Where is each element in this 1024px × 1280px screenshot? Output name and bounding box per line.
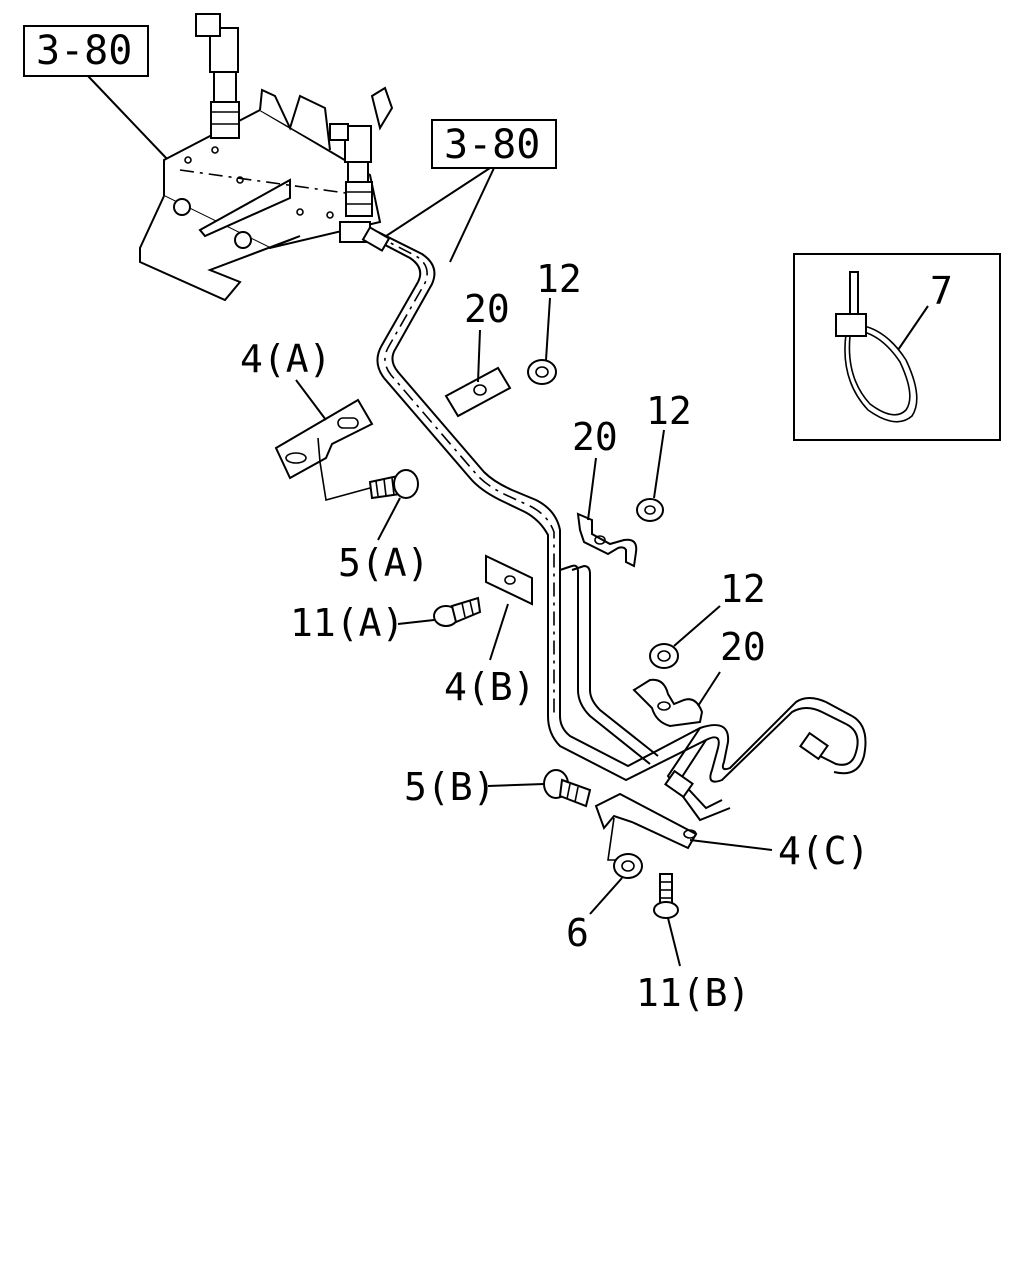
callout-11a: 11(A) [290, 601, 404, 645]
reference-box-top-left[interactable]: 3-80 [23, 25, 149, 77]
callout-12-middle: 12 [646, 389, 692, 433]
callout-4c: 4(C) [778, 829, 870, 873]
reference-label: 3-80 [444, 122, 540, 168]
callout-4a: 4(A) [240, 337, 332, 381]
bracket-4b[interactable] [485, 554, 533, 606]
bracket-4a[interactable] [274, 398, 374, 502]
callout-5a: 5(A) [338, 541, 430, 585]
callout-20-middle: 20 [572, 415, 618, 459]
valve-bracket-assembly [139, 13, 394, 302]
nut-12-lower[interactable] [649, 643, 679, 669]
bolt-11b[interactable] [653, 873, 679, 919]
callout-4b: 4(B) [444, 665, 536, 709]
nut-12-middle[interactable] [636, 498, 664, 522]
cable-tie-icon [835, 271, 918, 423]
callout-6: 6 [566, 911, 589, 955]
callout-12-lower: 12 [720, 567, 766, 611]
nut-6[interactable] [613, 853, 643, 879]
bolt-5a[interactable] [368, 469, 419, 500]
brake-pipe[interactable] [361, 226, 867, 822]
clip-20-lower[interactable] [632, 678, 704, 728]
clip-20-middle[interactable] [576, 512, 638, 568]
reference-box-center[interactable]: 3-80 [431, 119, 557, 169]
bracket-4c[interactable] [594, 792, 698, 861]
callout-20-upper: 20 [464, 287, 510, 331]
callout-5b: 5(B) [404, 765, 496, 809]
callout-12-upper: 12 [536, 257, 582, 301]
bolt-11a[interactable] [433, 596, 482, 627]
leader-line [87, 75, 169, 161]
inset-box[interactable]: 7 [793, 253, 1001, 441]
nut-12-upper[interactable] [527, 359, 557, 385]
callout-20-lower: 20 [720, 625, 766, 669]
callout-11b: 11(B) [636, 971, 750, 1015]
reference-label: 3-80 [36, 28, 132, 74]
callout-7: 7 [930, 269, 953, 313]
clip-20-upper[interactable] [444, 366, 512, 418]
bolt-5b[interactable] [543, 769, 592, 808]
